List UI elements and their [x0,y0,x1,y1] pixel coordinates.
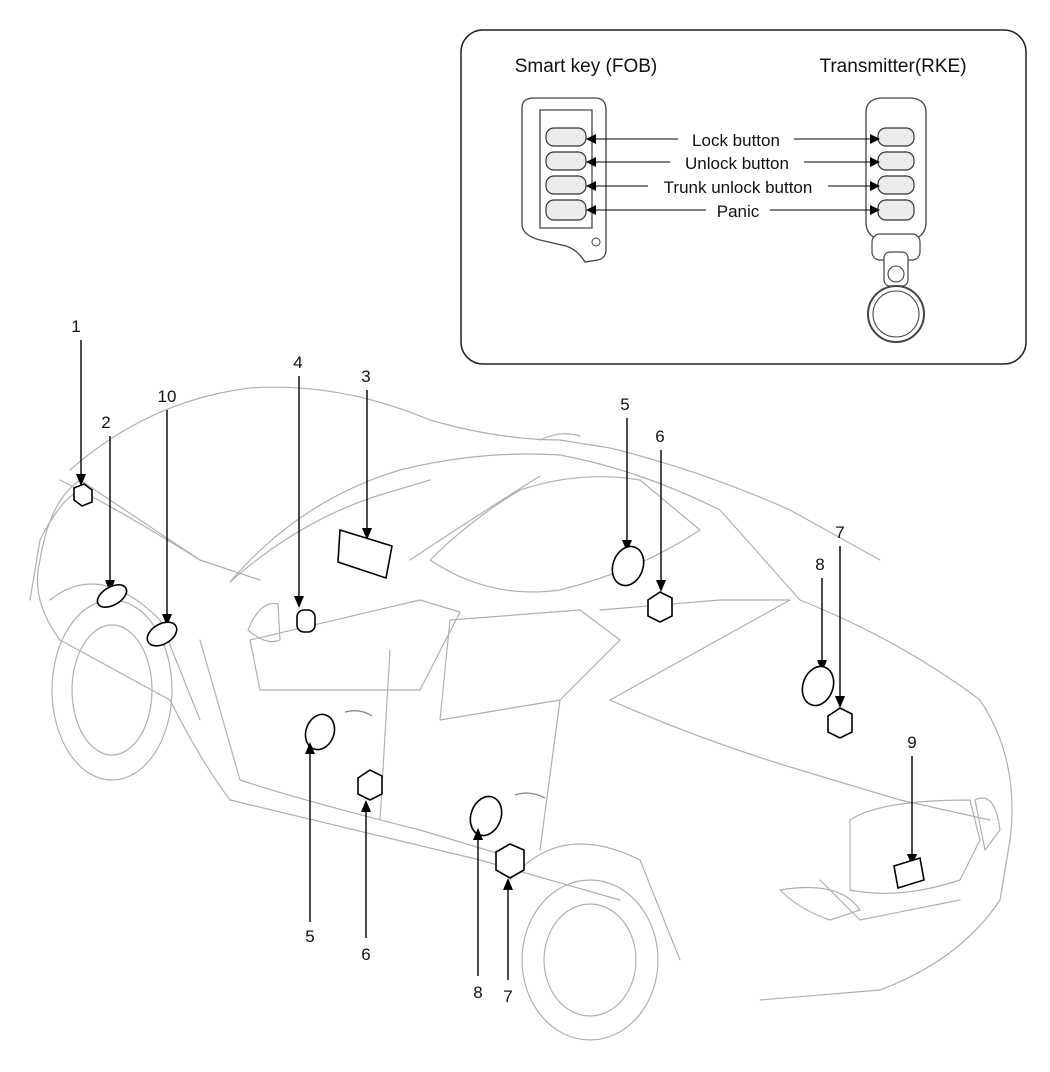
rke-transmitter [865,97,927,343]
fob-unlock-button-icon [545,151,587,171]
callout-3: 3 [337,367,393,580]
callout-number: 5 [620,395,629,414]
fob-trunk-button-icon [545,175,587,195]
callout-7-right: 7 [827,523,853,739]
part-10-antenna-icon [146,621,178,647]
callout-number: 7 [835,523,844,542]
fob-panic-button-icon [545,199,587,221]
callout-number: 4 [293,353,302,372]
car-outline [29,386,1013,1041]
key-inset-panel: Smart key (FOB) Transmitter(RKE) [460,29,1027,365]
callout-number: 8 [815,555,824,574]
part-4-button-icon [296,609,316,633]
rke-unlock-button-icon [877,151,915,171]
part-7-antenna-icon [495,843,525,879]
rke-lock-button-icon [877,127,915,147]
part-9-trunk-switch-icon [893,856,925,890]
callout-8-right: 8 [801,555,835,707]
unlock-button-label: Unlock button [685,154,789,173]
callout-number: 10 [158,387,177,406]
callout-7-lower: 7 [495,843,525,1006]
callout-4: 4 [293,353,316,633]
callout-6-lower: 6 [357,769,383,964]
callout-number: 1 [71,317,80,336]
part-8-door-handle-sensor-icon [801,665,835,707]
callout-2: 2 [96,413,128,608]
button-label-trunk: Trunk unlock button [586,178,880,197]
fob-lock-button-icon [545,127,587,147]
callout-8-lower: 8 [469,795,503,1002]
callout-number: 2 [101,413,110,432]
panic-button-label: Panic [717,202,760,221]
callout-number: 3 [361,367,370,386]
callout-number: 5 [305,927,314,946]
smart-key-fob [521,97,607,263]
smart-key-title: Smart key (FOB) [515,56,658,77]
callout-5-upper: 5 [611,395,645,587]
button-label-panic: Panic [586,202,880,221]
part-7-antenna-icon [827,707,853,739]
rke-panic-button-icon [877,199,915,221]
callout-number: 7 [503,987,512,1006]
part-5-door-handle-sensor-icon [611,545,645,587]
callout-6-upper: 6 [647,427,673,623]
transmitter-title: Transmitter(RKE) [819,56,966,77]
part-3-module-icon [337,528,393,580]
lock-button-label: Lock button [692,131,780,150]
part-6-antenna-icon [647,591,673,623]
trunk-unlock-button-label: Trunk unlock button [664,178,813,197]
part-8-door-handle-sensor-icon [469,795,503,837]
callout-number: 8 [473,983,482,1002]
button-label-lock: Lock button [586,131,880,150]
button-label-unlock: Unlock button [586,154,880,173]
part-6-antenna-icon [357,769,383,801]
callout-5-lower: 5 [304,713,336,946]
callout-number: 6 [361,945,370,964]
callout-1: 1 [71,317,93,507]
part-1-sensor-icon [73,483,93,507]
part-2-antenna-icon [96,584,128,608]
callout-number: 6 [655,427,664,446]
rke-trunk-button-icon [877,175,915,195]
part-5-door-handle-sensor-icon [304,713,336,751]
callout-number: 9 [907,733,916,752]
callout-10: 10 [146,387,178,647]
callout-9: 9 [893,733,925,890]
